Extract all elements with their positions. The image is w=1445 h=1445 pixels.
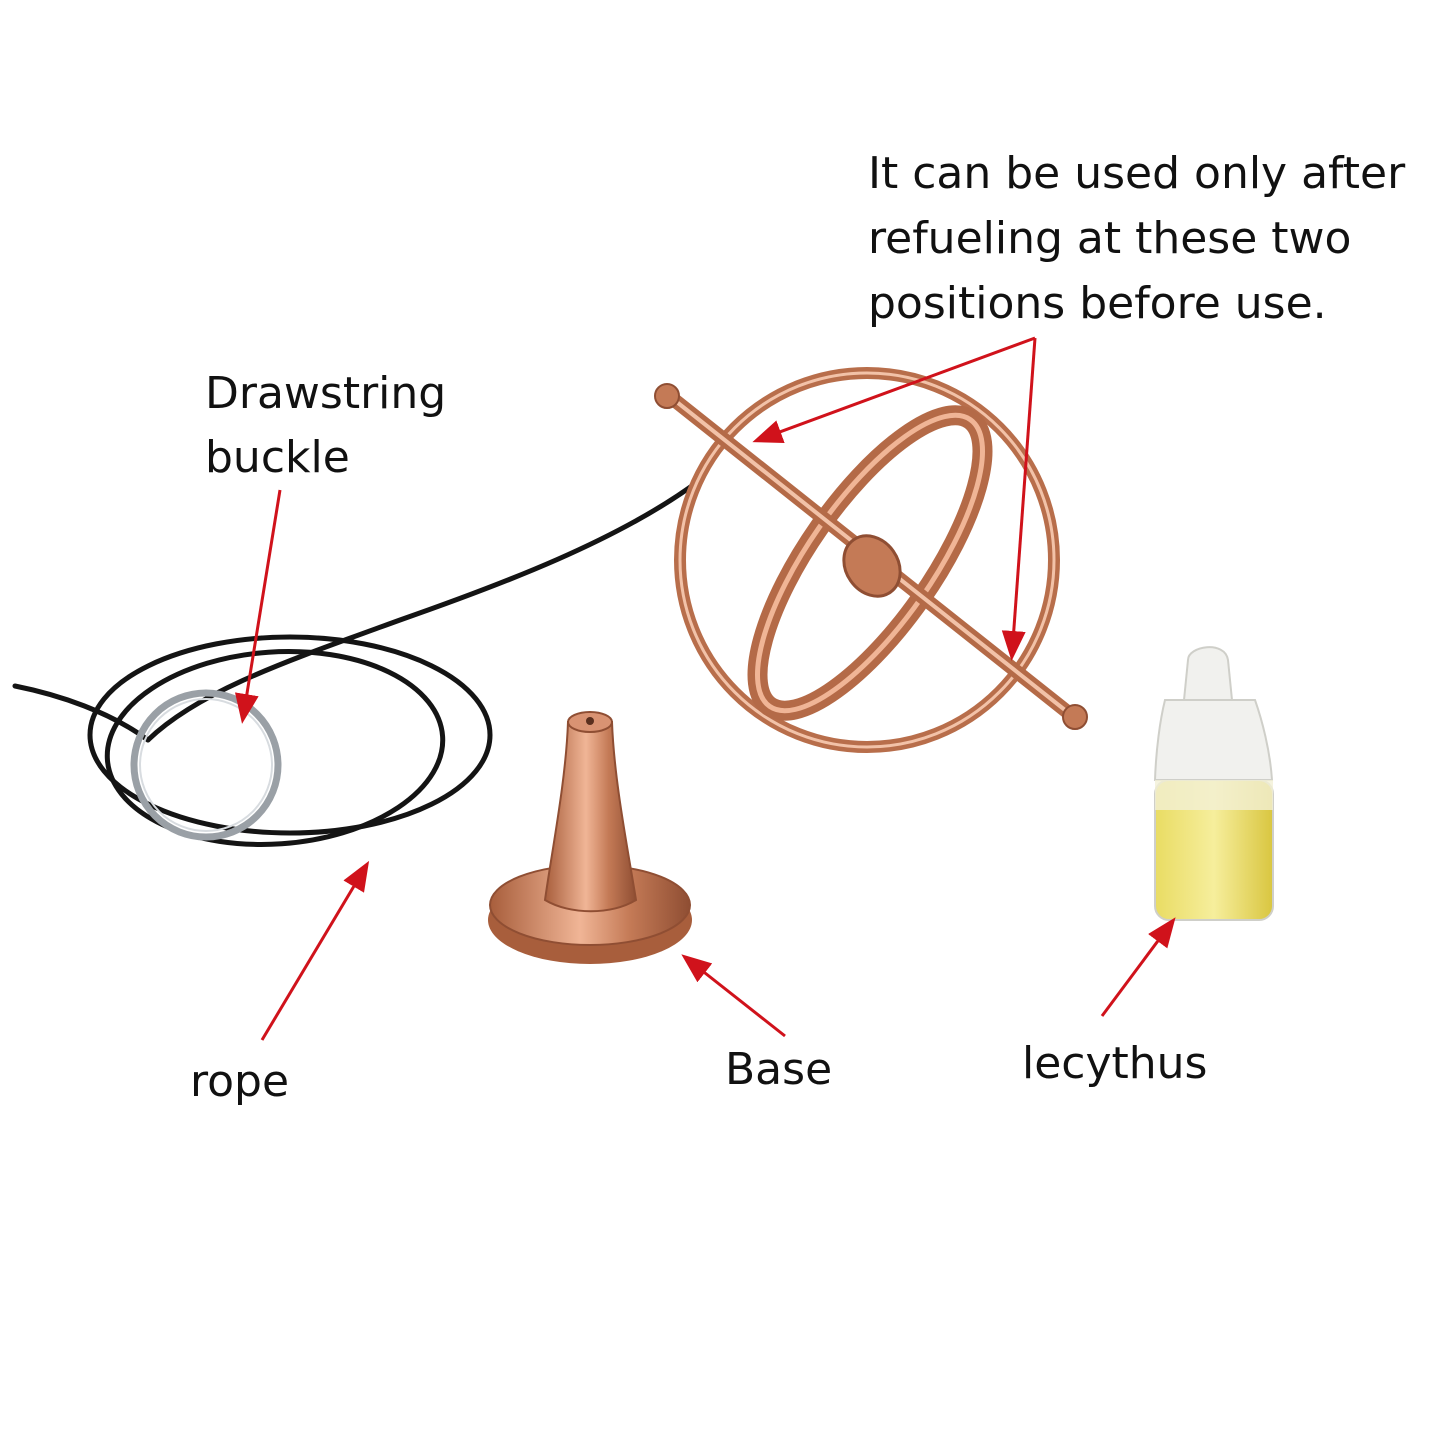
- gyroscope: [654, 367, 1088, 753]
- arrow-note-to-bottom-oil-point: [1001, 337, 1037, 661]
- refuel-note-line-2: refueling at these two: [868, 213, 1352, 264]
- refuel-note-line-1: It can be used only after: [868, 148, 1406, 199]
- oil-bottle: [1153, 646, 1274, 921]
- drawstring-buckle-label-line-2: buckle: [205, 432, 350, 483]
- lecythus-label: lecythus: [1022, 1038, 1208, 1089]
- arrow-to-lecythus: [1100, 917, 1176, 1017]
- arrow-to-rope: [260, 860, 370, 1041]
- drawstring-buckle-label-line-1: Drawstring: [205, 368, 447, 419]
- annotation-arrows: [234, 336, 1176, 1041]
- arrow-to-buckle: [234, 489, 282, 724]
- drawstring-buckle-label: Drawstring buckle: [205, 362, 446, 490]
- rope-label: rope: [190, 1056, 290, 1107]
- base-label: Base: [725, 1044, 833, 1095]
- base-stand: [488, 711, 692, 964]
- arrow-to-base: [681, 954, 786, 1038]
- refuel-note-line-3: positions before use.: [868, 278, 1327, 329]
- refuel-note: It can be used only after refueling at t…: [868, 142, 1405, 337]
- arrow-note-to-top-oil-point: [752, 336, 1036, 443]
- keyring-buckle: [130, 689, 282, 841]
